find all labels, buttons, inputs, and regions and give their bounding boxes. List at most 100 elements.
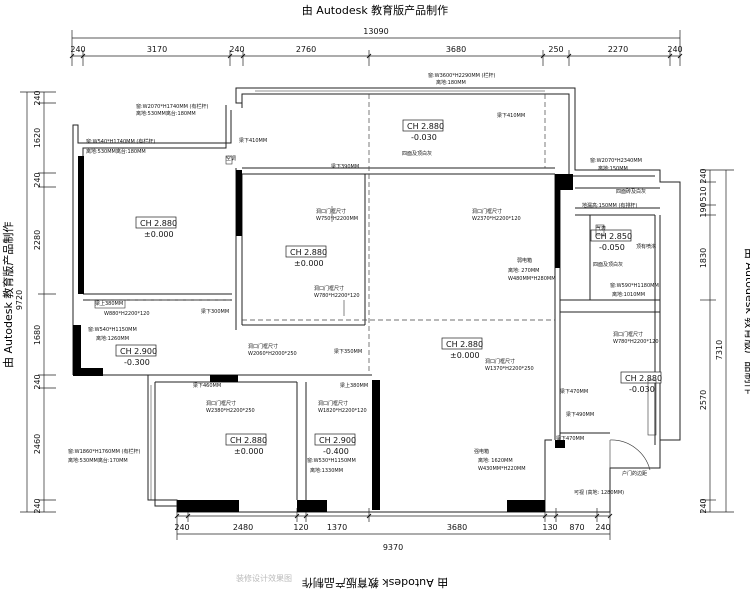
note: 洞口门框尺寸 [318, 400, 348, 407]
note: 离地: 1620MM [478, 457, 513, 464]
note: W1370*H2200*250 [485, 366, 534, 372]
ceiling-height-label: CH 2.900 [120, 347, 157, 356]
note: 四面砖及白灰 [616, 188, 646, 195]
dim-top-seg: 2270 [608, 45, 628, 54]
note: 可视 (高地: 1280MM) [574, 489, 624, 496]
note: 梁下460MM [193, 382, 221, 389]
wall-fills [73, 156, 573, 512]
note: W1820*H2200*120 [318, 408, 367, 414]
note: 窗:W2070*H2340MM [590, 157, 642, 164]
note: 窗:W2070*H1740MM (有栏杆) [136, 103, 209, 110]
dim-top-total: 13090 [363, 27, 388, 36]
ceiling-level-label: ±0.000 [450, 351, 480, 360]
note: 离地:180MM [436, 79, 466, 86]
note: 离地:530MM离台:180MM [136, 110, 196, 117]
note: 离地:1330MM [310, 467, 343, 474]
ceiling-height-label: CH 2.880 [230, 436, 267, 445]
ceiling-height-label: CH 2.880 [446, 340, 483, 349]
note: 窗:W540*H1740MM (有栏杆) [86, 138, 155, 145]
note: W780*H2200*120 [613, 339, 659, 345]
note: 洞口门框尺寸 [248, 343, 278, 350]
note: 梁下350MM [334, 348, 362, 355]
note: 气表 [596, 225, 606, 232]
dim-right-seg: 1830 [699, 248, 708, 268]
door-swings [609, 439, 651, 471]
note: 强电箱 [474, 448, 489, 455]
note: W480MM*H280MM [508, 276, 556, 282]
note: 梁下470MM [560, 388, 588, 395]
dim-bottom-seg: 120 [293, 523, 308, 532]
dim-bottom-seg: 240 [595, 523, 610, 532]
dim-top-seg: 240 [70, 45, 85, 54]
dimension-lines [20, 30, 734, 540]
dim-left-seg: 2460 [33, 434, 42, 454]
dim-bottom-seg: 870 [569, 523, 584, 532]
note: 窗:W590*H1180MM [610, 282, 659, 289]
annotations: 窗:W3600*H2290MM (栏杆) 离地:180MM 窗:W2070*H1… [68, 72, 659, 496]
note: 窗:W540*H1150MM [88, 326, 137, 333]
ceiling-height-label: CH 2.900 [319, 436, 356, 445]
note: W2370*H2200*120 [472, 216, 521, 222]
ceiling-tags: CH 2.880 -0.030 CH 2.880 ±0.000 CH 2.880 ±0… [115, 119, 662, 456]
dim-top-seg: 240 [229, 45, 244, 54]
note: 洞口门框尺寸 [314, 285, 344, 292]
dim-left-seg: 240 [33, 374, 42, 389]
note: 离地: 270MM [508, 267, 539, 274]
dim-left-seg: 240 [33, 172, 42, 187]
dim-bottom-seg: 240 [174, 523, 189, 532]
dim-left-seg: 2280 [33, 230, 42, 250]
note: 离地:150MM [598, 165, 628, 172]
dim-bottom-seg: 2480 [233, 523, 253, 532]
note: 四面及顶白灰 [402, 150, 432, 157]
note: W880*H2200*120 [104, 311, 150, 317]
fixtures [94, 155, 657, 436]
note: W2060*H2000*250 [248, 351, 297, 357]
ceiling-level-label: -0.050 [599, 243, 625, 252]
dim-top-seg: 240 [667, 45, 682, 54]
note: 洞口门框尺寸 [485, 358, 515, 365]
note: 顶有喷淋 [636, 243, 656, 250]
note: 梁下490MM [566, 411, 594, 418]
ceiling-level-label: ±0.000 [234, 447, 264, 456]
note: 窗:W1860*H1760MM (有栏杆) [68, 448, 141, 455]
ceiling-level-label: ±0.000 [294, 259, 324, 268]
ceiling-level-label: ±0.000 [144, 230, 174, 239]
note: 洞口门框尺寸 [316, 208, 346, 215]
note: W430MM*H220MM [478, 466, 526, 472]
watermark-top: 由 Autodesk 教育版产品制作 [301, 4, 449, 17]
note: 四面及顶白灰 [593, 261, 623, 268]
note: 空调 [226, 155, 236, 162]
note: 洞口门框尺寸 [613, 331, 643, 338]
ceiling-height-label: CH 2.880 [140, 219, 177, 228]
ceiling-height-label: CH 2.880 [625, 374, 662, 383]
dim-top-seg: 3680 [446, 45, 466, 54]
dim-right-seg: 240 [699, 498, 708, 513]
note: 洞口门框尺寸 [472, 208, 502, 215]
note: 离地:1010MM [612, 291, 645, 298]
note: 洞口门框尺寸 [206, 400, 236, 407]
note: W750*H2200MM [316, 216, 358, 222]
note: 梁下410MM [239, 137, 267, 144]
note: 梁上380MM [95, 300, 123, 307]
ceiling-level-label: -0.400 [323, 447, 349, 456]
note: 离地:530MM离台:180MM [86, 148, 146, 155]
dim-right-seg: 510 [699, 186, 708, 201]
dim-bottom-seg: 1370 [327, 523, 347, 532]
note: 户门的边距 [622, 470, 647, 477]
note: 窗:W3600*H2290MM (栏杆) [428, 72, 496, 79]
dim-right-seg: 2570 [699, 390, 708, 410]
dim-top-seg: 2760 [296, 45, 316, 54]
dim-right-seg: 190 [699, 202, 708, 217]
note: 离地:530MM离台:170MM [68, 457, 128, 464]
dim-left-total: 9720 [15, 290, 24, 310]
dim-top-seg: 3170 [147, 45, 167, 54]
dim-left-seg: 240 [33, 498, 42, 513]
note: W780*H2200*120 [314, 293, 360, 299]
note: 地漏高:150MM (有排杆) [582, 202, 637, 209]
dimension-ticks [69, 53, 683, 519]
dim-bottom-seg: 130 [542, 523, 557, 532]
dim-right-total: 7310 [715, 340, 724, 360]
ceiling-level-label: -0.030 [629, 385, 655, 394]
note: 梁下300MM [201, 308, 229, 315]
